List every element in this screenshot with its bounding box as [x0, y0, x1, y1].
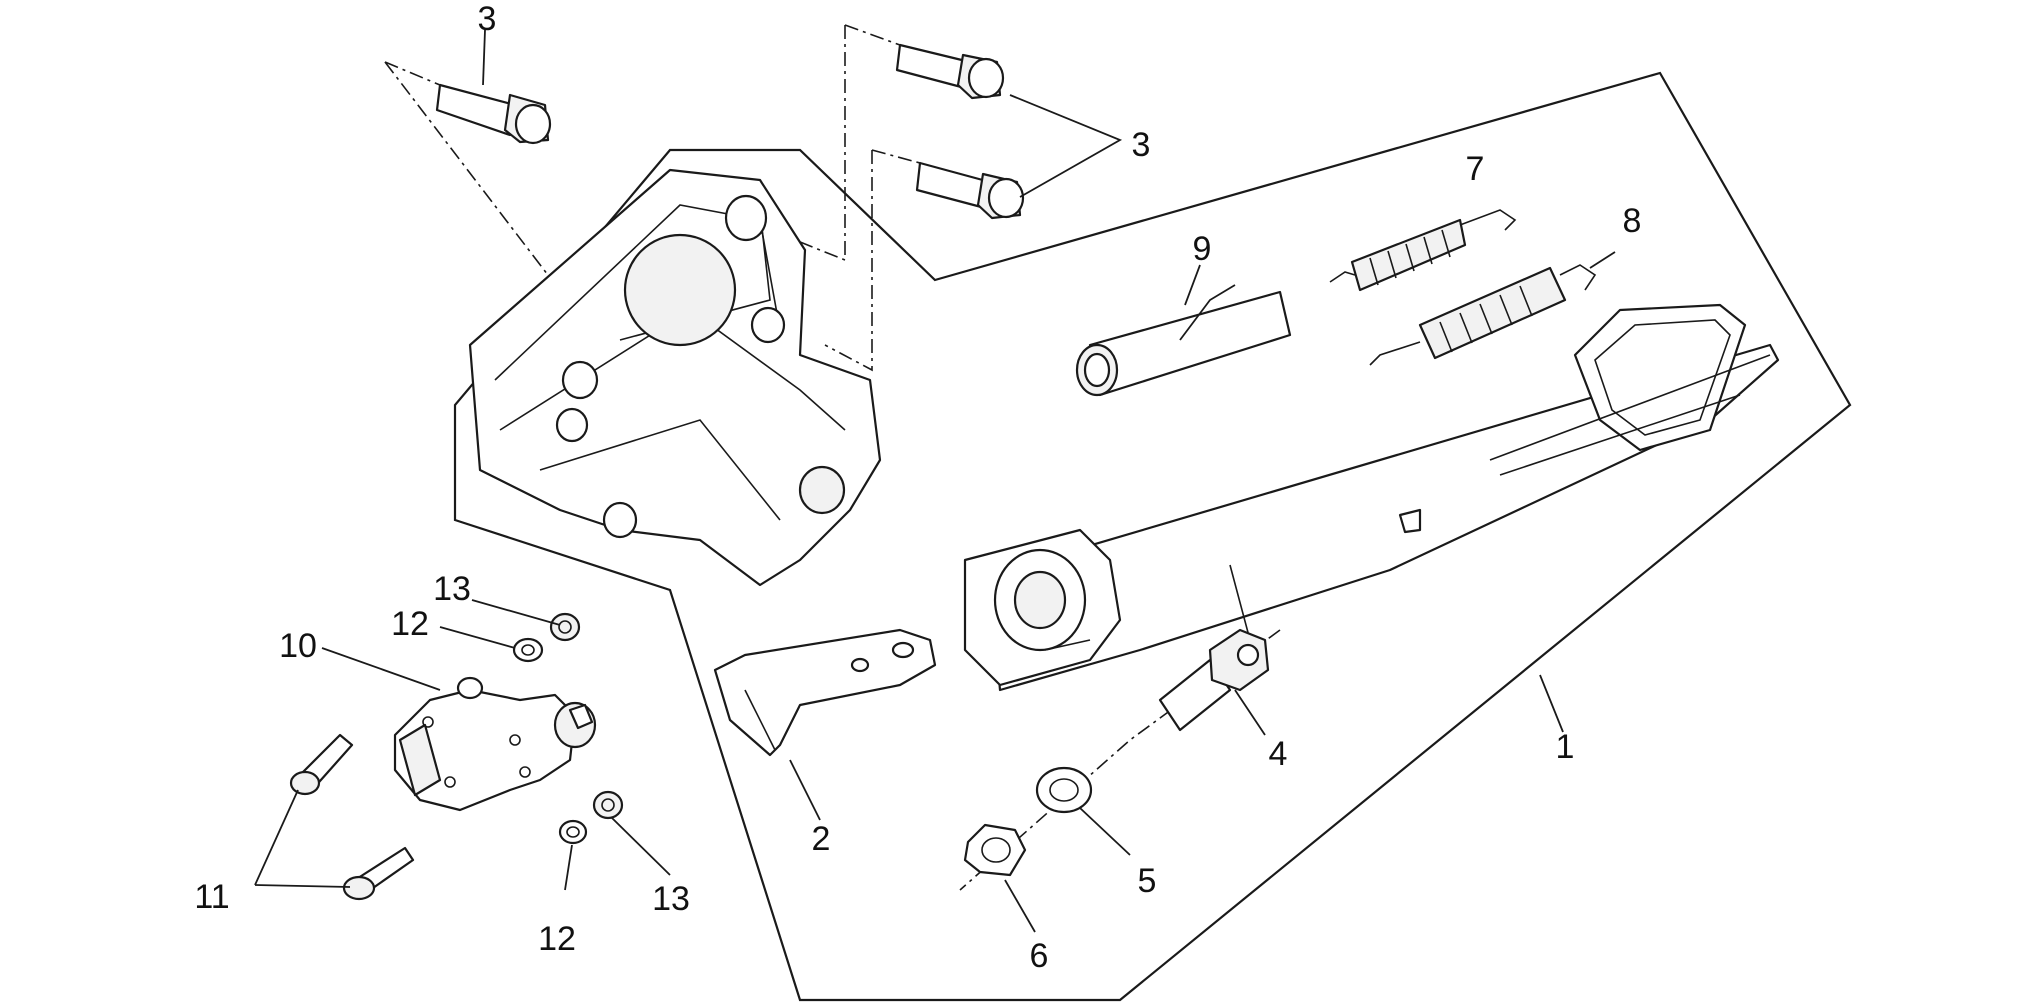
callout-13-lower: 13 — [652, 880, 690, 918]
callout-1: 1 — [1556, 728, 1575, 766]
callout-labels: 1 2 3 3 4 5 6 7 8 9 10 11 12 12 13 13 — [194, 0, 1641, 975]
plate — [713, 628, 937, 757]
spring-lower — [1369, 264, 1597, 366]
callout-7: 7 — [1466, 150, 1485, 188]
callout-2: 2 — [812, 820, 831, 858]
callout-6: 6 — [1030, 937, 1049, 975]
callout-3-right: 3 — [1132, 126, 1151, 164]
assembly-boundary-frame — [453, 71, 1852, 1002]
flange-bolt-top-right — [895, 43, 1005, 100]
callout-12-upper: 12 — [391, 605, 429, 643]
callout-4: 4 — [1269, 735, 1288, 773]
callout-9: 9 — [1193, 230, 1212, 268]
callout-11: 11 — [194, 878, 229, 916]
washer-12-lower — [558, 819, 588, 845]
nut-13-upper — [549, 612, 581, 642]
callout-12-lower: 12 — [538, 920, 576, 958]
callout-13-upper: 13 — [433, 570, 471, 608]
screw-lower — [342, 846, 415, 901]
callout-5: 5 — [1138, 862, 1157, 900]
side-stand-leg — [963, 303, 1780, 692]
mounting-bracket — [468, 168, 882, 587]
nut-6 — [963, 823, 1027, 877]
screw-upper — [289, 733, 354, 796]
sensor-switch — [393, 676, 597, 812]
callout-3-top: 3 — [478, 0, 497, 38]
callout-10: 10 — [279, 627, 317, 665]
flange-bolt-left — [435, 83, 552, 145]
washer-12-upper — [512, 637, 544, 663]
callout-8: 8 — [1623, 202, 1642, 240]
washer-5 — [1035, 766, 1093, 814]
bolt-4 — [1158, 628, 1270, 732]
flange-bolt-bottom-right — [915, 161, 1025, 220]
spring-upper — [1329, 209, 1517, 292]
leader-lines — [254, 29, 1616, 933]
nut-13-lower — [592, 790, 624, 820]
pin — [1075, 290, 1292, 397]
